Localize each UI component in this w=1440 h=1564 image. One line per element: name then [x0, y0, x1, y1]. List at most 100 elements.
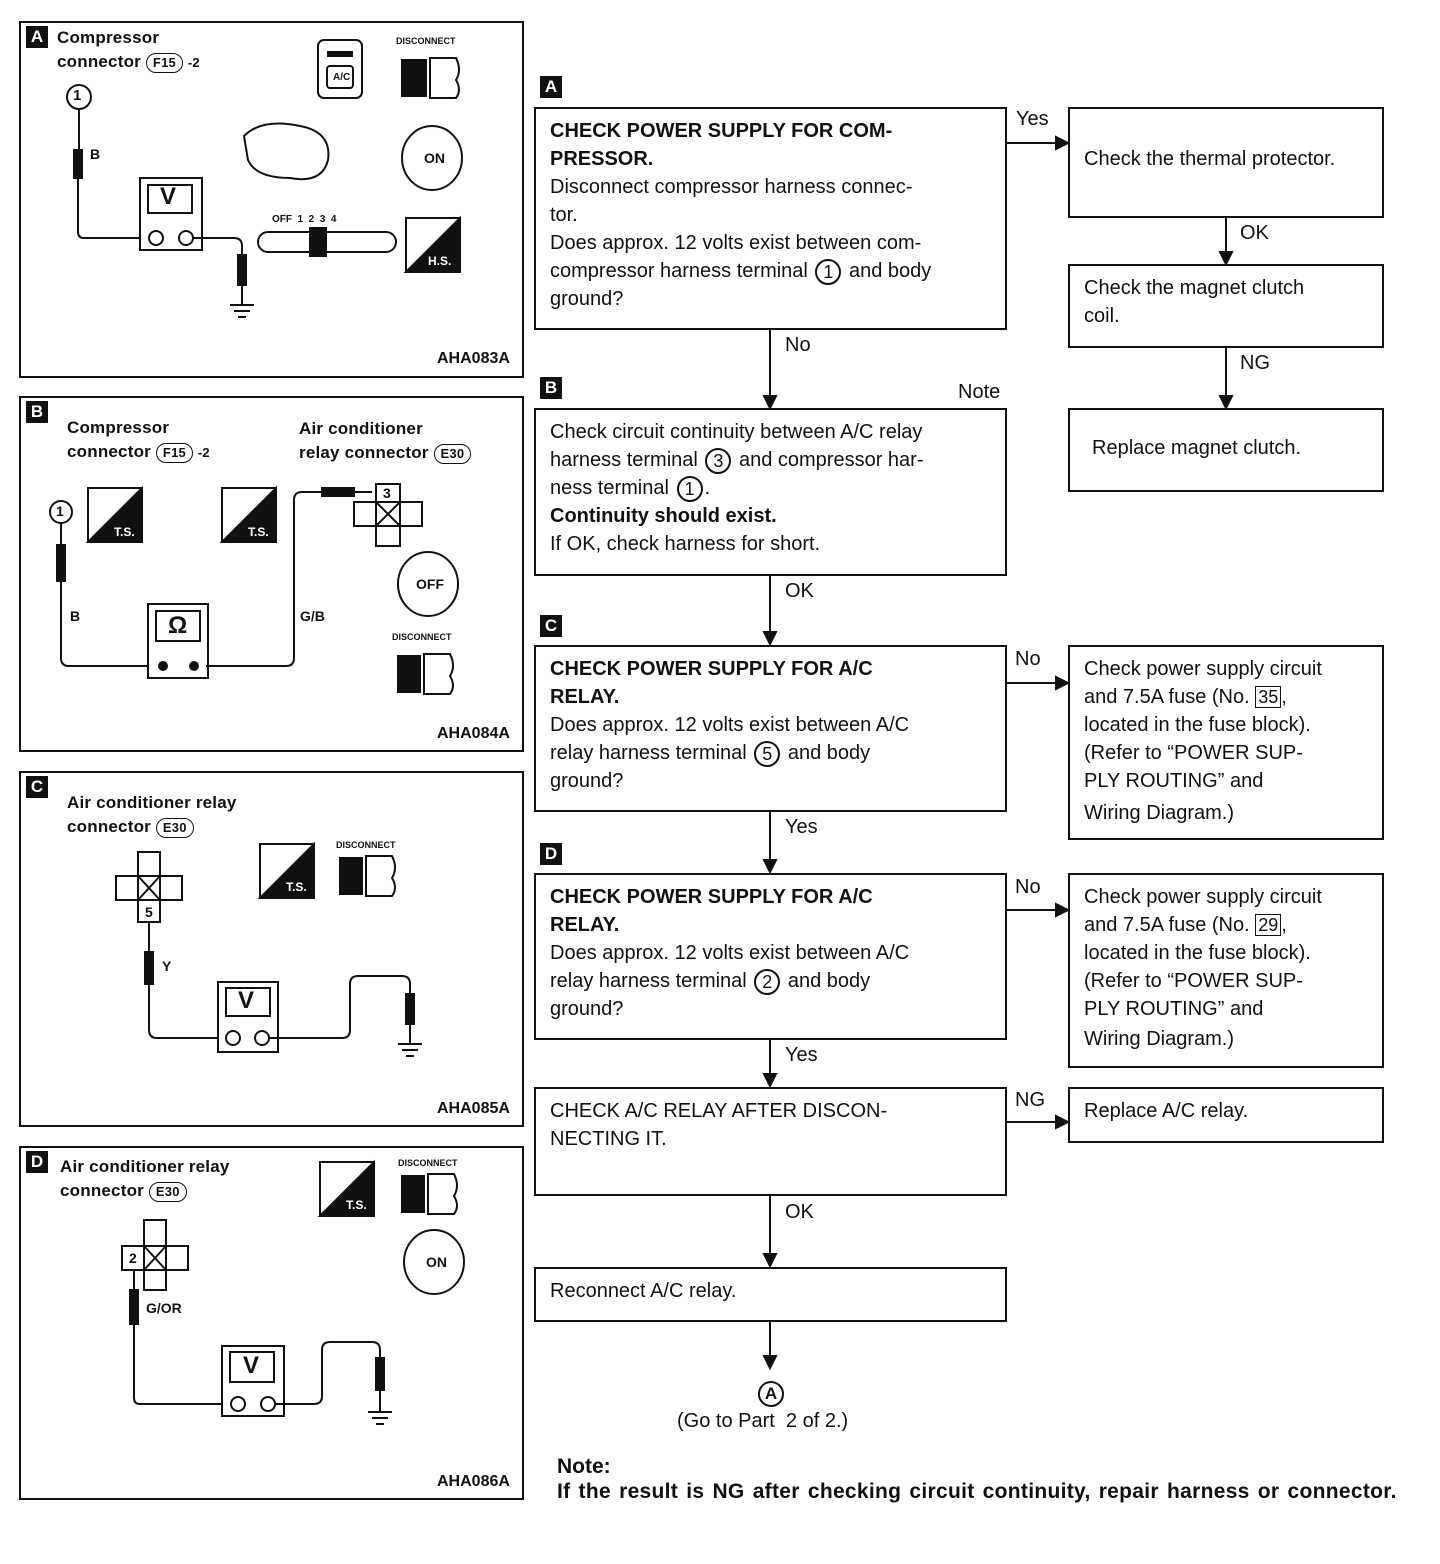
- step-b-letter: B: [540, 377, 562, 399]
- probe-lead: [237, 254, 247, 286]
- step-a-title1: CHECK POWER SUPPLY FOR COM-: [550, 120, 893, 142]
- meter-display: [147, 184, 193, 214]
- no-label: No: [785, 334, 811, 356]
- fuse35-line6: Wiring Diagram.): [1084, 802, 1235, 824]
- step-d-line2a: relay harness terminal: [550, 970, 747, 992]
- step-a-line4b: and body: [849, 260, 932, 282]
- panel-b-letter: B: [26, 401, 48, 423]
- probe-lead: [375, 1357, 385, 1391]
- panel-c-disconnect: DISCONNECT: [336, 840, 396, 850]
- panel-a-hs: H.S.: [428, 254, 452, 268]
- note-tag: Note: [958, 381, 1001, 403]
- panel-c-sub: connector: [67, 817, 151, 836]
- fuse29-box: Check power supply circuit and 7.5A fuse…: [1068, 873, 1384, 1068]
- panel-d-on: ON: [426, 1254, 447, 1270]
- step-c-line2a: relay harness terminal: [550, 742, 747, 764]
- step-c-line1: Does approx. 12 volts exist between A/C: [550, 714, 910, 736]
- panel-d-sub: connector: [60, 1181, 144, 1200]
- goto-text: (Go to Part 2 of 2.): [677, 1410, 849, 1432]
- panel-d-ts: T.S.: [346, 1198, 367, 1212]
- step-b-line2: harness terminal 3 and compressor har-: [550, 446, 991, 474]
- probe-lead: [405, 993, 415, 1025]
- terminal-number: 1: [676, 475, 703, 502]
- disconnect-icon: [397, 655, 421, 693]
- step-d-letter: D: [540, 843, 562, 865]
- probe-lead: [129, 1289, 139, 1325]
- step-b-line3: ness terminal 1.: [550, 474, 991, 502]
- panel-b-sub2: relay connector: [299, 443, 429, 462]
- yes-label: Yes: [785, 1044, 818, 1066]
- panel-b-disconnect: DISCONNECT: [392, 632, 452, 642]
- relay-check-box: CHECK A/C RELAY AFTER DISCON- NECTING IT…: [534, 1087, 1007, 1196]
- ground-icon: [230, 285, 254, 318]
- panel-b-wire1: B: [70, 608, 81, 624]
- yes-label: Yes: [1016, 108, 1049, 130]
- meter-display: [155, 610, 201, 642]
- ground-icon: [368, 1390, 392, 1425]
- fuse35-line2b: ,: [1281, 686, 1287, 708]
- replace-clutch-box: Replace magnet clutch.: [1068, 408, 1384, 492]
- panel-d-title: Air conditioner relay: [60, 1157, 230, 1176]
- panel-b-title2: Air conditioner: [299, 419, 423, 438]
- fuse29-line2: and 7.5A fuse (No. 29,: [1084, 911, 1368, 939]
- terminal-number: 3: [705, 447, 732, 474]
- panel-c-code: AHA085A: [437, 1100, 510, 1117]
- panel-d-connector: connector E30: [60, 1179, 187, 1203]
- panel-d-wire: G/OR: [146, 1300, 182, 1316]
- disconnect-icon: [401, 1175, 425, 1213]
- step-b-line5: If OK, check harness for short.: [550, 533, 821, 555]
- minus-terminal: [254, 1030, 270, 1046]
- panel-c: [19, 771, 524, 1127]
- fuse35-line1: Check power supply circuit: [1084, 658, 1322, 680]
- panel-d-terminal: 2: [129, 1250, 137, 1266]
- connector-badge: E30: [148, 1181, 187, 1202]
- step-a-line2: tor.: [550, 204, 578, 226]
- step-a-line4a: compressor harness terminal: [550, 260, 808, 282]
- step-a-line5: ground?: [550, 288, 624, 310]
- panel-a-switch-labels: OFF 1 2 3 4: [272, 214, 337, 225]
- step-b-line2a: harness terminal: [550, 449, 698, 471]
- ignition-on-icon: [403, 1229, 465, 1295]
- no-label: No: [1015, 648, 1041, 670]
- step-a-line3: Does approx. 12 volts exist between com-: [550, 232, 922, 254]
- probe-lead: [73, 149, 83, 179]
- panel-d-disconnect: DISCONNECT: [398, 1158, 458, 1168]
- ng-label: NG: [1015, 1089, 1045, 1111]
- relay-check-line2: NECTING IT.: [550, 1128, 667, 1150]
- reconnect-text: Reconnect A/C relay.: [550, 1280, 737, 1302]
- fuse-number: 29: [1255, 914, 1282, 936]
- note-title: Note:: [557, 1455, 611, 1478]
- panel-b-code: AHA084A: [437, 725, 510, 742]
- terminal-number: 1: [815, 258, 842, 285]
- step-a-title2: PRESSOR.: [550, 148, 654, 170]
- fuse29-line5: PLY ROUTING” and: [1084, 998, 1264, 1020]
- connector-badge: F15: [145, 52, 183, 73]
- panel-a-suffix: -2: [187, 55, 200, 70]
- panel-a-title: Compressor: [57, 28, 160, 47]
- ignition-off-icon: [397, 551, 459, 617]
- plus-terminal: [230, 1396, 246, 1412]
- panel-d-code: AHA086A: [437, 1473, 510, 1490]
- panel-a-sub: connector: [57, 52, 141, 71]
- step-d-title2: RELAY.: [550, 914, 620, 936]
- ok-label: OK: [785, 580, 814, 602]
- replace-clutch-text: Replace magnet clutch.: [1092, 437, 1302, 459]
- fuse35-line5: PLY ROUTING” and: [1084, 770, 1264, 792]
- fuse29-line2a: and 7.5A fuse (No.: [1084, 914, 1250, 936]
- panel-b-terminal2: 3: [383, 485, 391, 501]
- panel-d-letter: D: [26, 1151, 48, 1173]
- panel-b-off: OFF: [416, 576, 444, 592]
- panel-a-disconnect: DISCONNECT: [396, 36, 456, 46]
- step-c-box: CHECK POWER SUPPLY FOR A/C RELAY. Does a…: [534, 645, 1007, 812]
- probe-lead: [321, 487, 355, 497]
- step-d-line3: ground?: [550, 998, 624, 1020]
- thermal-text: Check the thermal protector.: [1084, 148, 1336, 170]
- relay-connector: [115, 875, 183, 901]
- panel-c-connector: connector E30: [67, 815, 194, 839]
- relay-connector: [353, 501, 423, 527]
- disconnect-icon: [339, 857, 363, 895]
- panel-d: [19, 1146, 524, 1500]
- fuse29-line4: (Refer to “POWER SUP-: [1084, 970, 1303, 992]
- yes-label: Yes: [785, 816, 818, 838]
- panel-b-title: Compressor: [67, 418, 170, 437]
